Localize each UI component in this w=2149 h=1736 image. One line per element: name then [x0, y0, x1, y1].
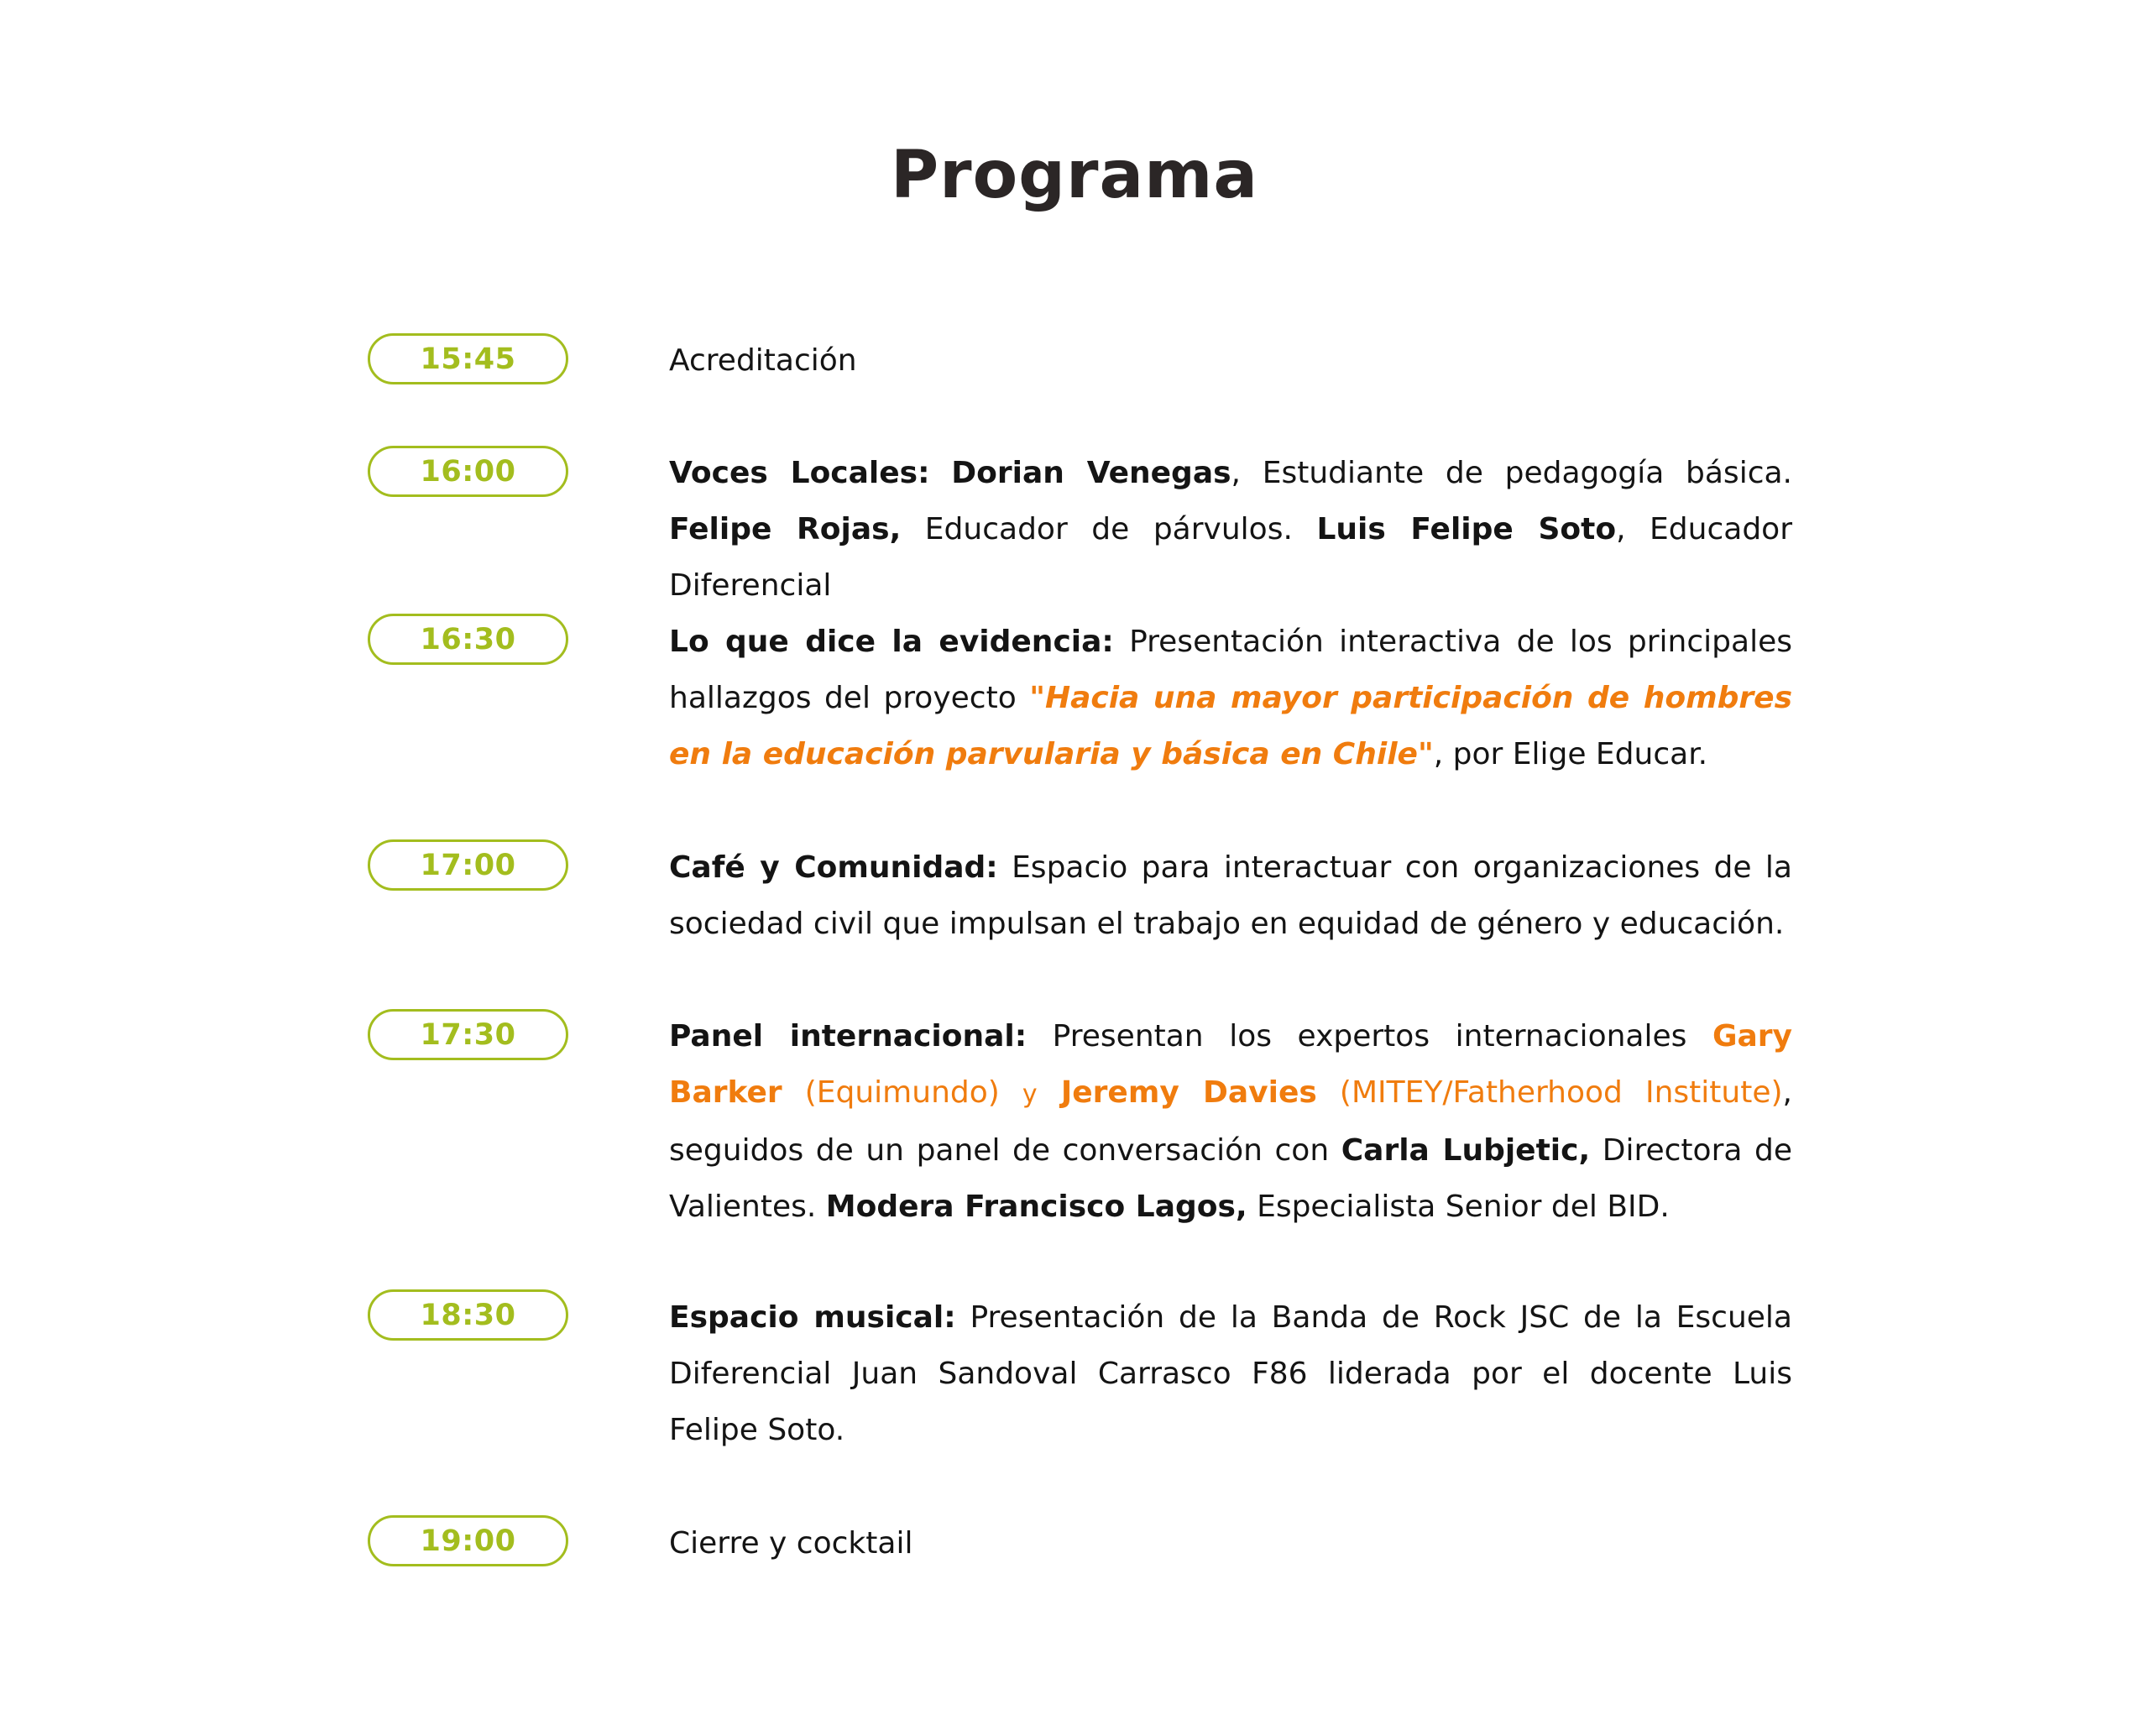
- conjunction: y: [1022, 1080, 1038, 1109]
- item-description: Voces Locales: Dorian Venegas, Estudiant…: [669, 445, 1792, 614]
- speaker-name: Gary Barker: [669, 1019, 1793, 1110]
- item-text: , seguidos de un panel de conversación c…: [669, 1075, 1792, 1168]
- time-badge: 15:45: [368, 333, 568, 384]
- item-description: Acreditación: [669, 332, 1792, 389]
- speaker-org: (MITEY/Fatherhood Institute): [1316, 1075, 1783, 1110]
- speaker-org: (Equimundo): [782, 1075, 1022, 1110]
- speaker-role: Directora de Valientes.: [669, 1133, 1792, 1224]
- time-badge: 17:30: [368, 1009, 568, 1060]
- speaker-name: Felipe Rojas,: [669, 512, 902, 546]
- time-badge: 18:30: [368, 1289, 568, 1341]
- moderator-name: Modera Francisco Lagos,: [825, 1190, 1247, 1224]
- item-text: Presentación interactiva de los principa…: [669, 625, 1792, 715]
- speaker-name: Carla Lubjetic,: [1341, 1133, 1591, 1168]
- item-text: Presentación de la Banda de Rock JSC de …: [669, 1300, 1792, 1447]
- item-label: Lo que dice la evidencia:: [669, 625, 1114, 659]
- speaker-name: Luis Felipe Soto: [1316, 512, 1617, 546]
- project-title: "Hacia una mayor participación de hombre…: [669, 681, 1792, 771]
- item-description: Lo que dice la evidencia: Presentación i…: [669, 614, 1792, 782]
- time-badge: 16:30: [368, 614, 568, 665]
- item-description: Espacio musical: Presentación de la Band…: [669, 1289, 1792, 1458]
- speaker-name: Dorian Venegas: [951, 456, 1231, 490]
- item-label: Café y Comunidad:: [669, 850, 998, 885]
- time-badge: 16:00: [368, 446, 568, 497]
- item-text: Espacio para interactuar con organizacio…: [669, 850, 1792, 941]
- speaker-role: Educador de párvulos.: [901, 512, 1317, 546]
- speaker-name: Jeremy Davies: [1037, 1075, 1317, 1110]
- speaker-role: Especialista Senior del BID.: [1247, 1190, 1670, 1224]
- item-description: Cierre y cocktail: [669, 1515, 1792, 1571]
- speaker-role: , Estudiante de pedagogía básica.: [1231, 456, 1792, 490]
- item-text: , por Elige Educar.: [1433, 737, 1708, 771]
- time-badge: 17:00: [368, 839, 568, 891]
- item-text: Cierre y cocktail: [669, 1526, 913, 1561]
- item-label: Panel internacional:: [669, 1019, 1027, 1054]
- item-label: Voces Locales:: [669, 456, 930, 490]
- item-description: Panel internacional: Presentan los exper…: [669, 1008, 1792, 1235]
- item-text: Presentan los expertos internacionales: [1027, 1019, 1712, 1054]
- speaker-role: , Educador Diferencial: [669, 512, 1792, 603]
- page-title: Programa: [890, 138, 1259, 214]
- time-badge: 19:00: [368, 1515, 568, 1566]
- item-description: Café y Comunidad: Espacio para interactu…: [669, 839, 1792, 952]
- item-text: Acreditación: [669, 343, 857, 378]
- item-label: Espacio musical:: [669, 1300, 956, 1335]
